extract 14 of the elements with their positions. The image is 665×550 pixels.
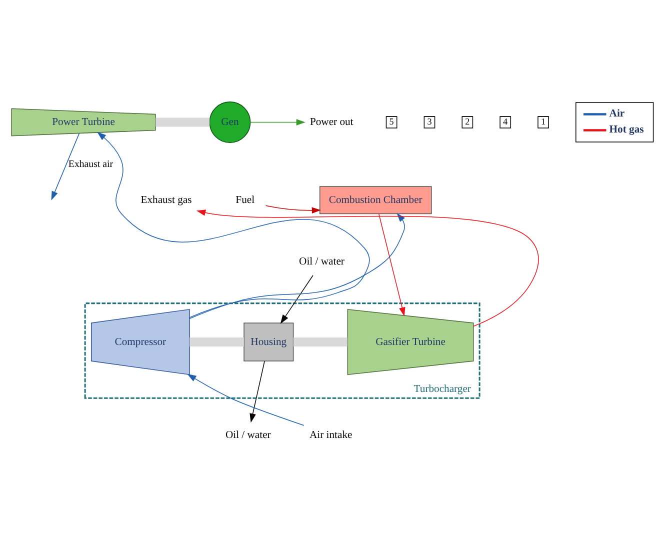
node-text: Oil / water — [299, 256, 344, 267]
edge-label: Exhaust air — [68, 158, 114, 170]
label: 5 — [389, 116, 394, 126]
node-text: Fuel — [236, 194, 255, 206]
node-text: Power out — [310, 116, 354, 128]
label: 3 — [427, 116, 432, 126]
label: 4 — [503, 116, 508, 126]
legend-label: Air — [609, 108, 625, 119]
legend-label: Hot gas — [609, 124, 644, 135]
label: 2 — [465, 116, 470, 126]
node-text: Exhaust gas — [140, 194, 192, 206]
node-text: Oil / water — [225, 430, 271, 441]
label: 1 — [541, 116, 546, 126]
node-text: Air intake — [310, 430, 352, 441]
